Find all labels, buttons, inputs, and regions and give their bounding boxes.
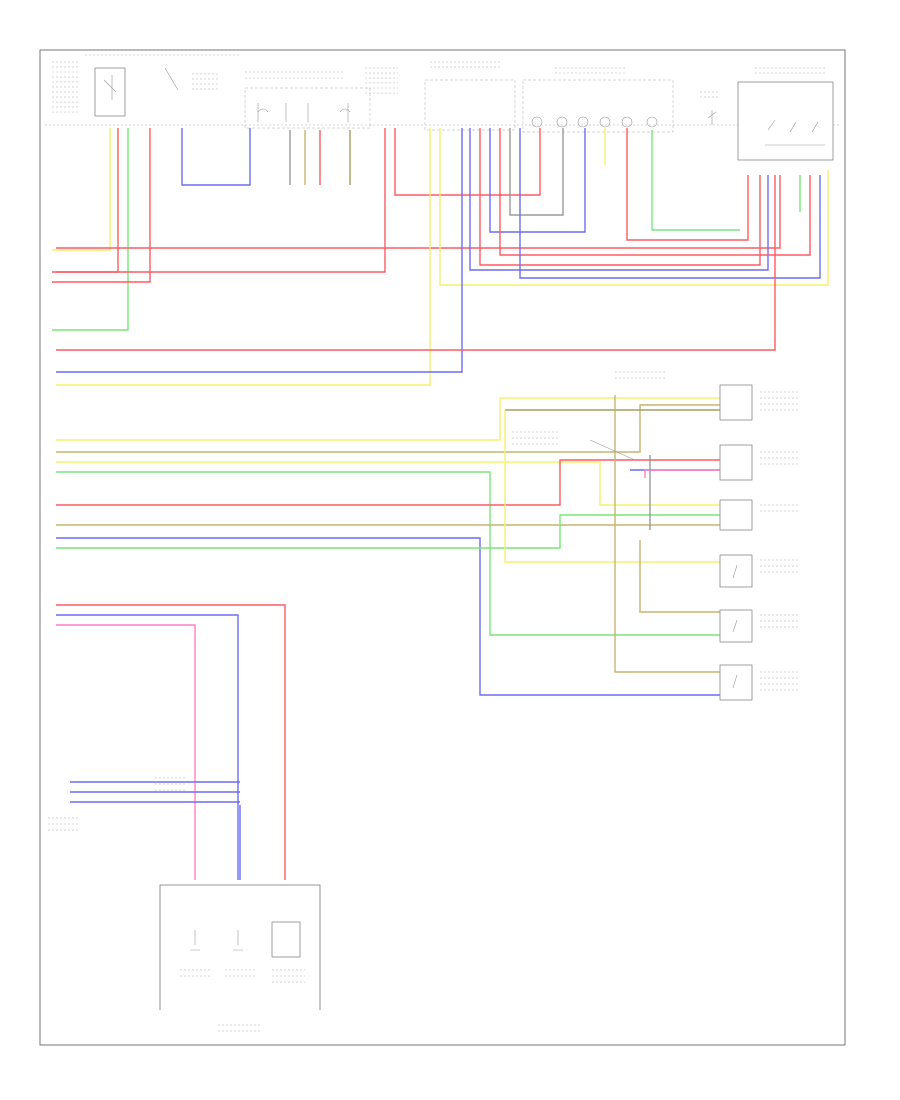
control-module-box — [737, 81, 834, 161]
top-components — [45, 54, 840, 161]
wire-gry-1 — [509, 128, 564, 216]
sensor-column — [512, 371, 800, 701]
wire-blu-6 — [56, 537, 720, 696]
wire-pnk-1 — [56, 624, 196, 880]
wire-red-9 — [56, 175, 776, 351]
diagram-frame — [39, 49, 846, 1046]
wire-yel-5 — [56, 397, 720, 441]
wire-blu-1 — [181, 128, 251, 186]
sensor-box-4 — [719, 554, 753, 588]
wire-blu-5 — [519, 128, 821, 279]
wire-grn-3 — [56, 471, 720, 636]
sensor-box-3 — [719, 499, 753, 531]
wire-blu-7 — [56, 614, 239, 880]
wire-yel-6 — [56, 461, 720, 506]
wire-grn-2 — [651, 130, 740, 231]
sensor-box-2 — [719, 444, 753, 481]
wire-blu-2 — [56, 128, 463, 373]
wire-red-7 — [499, 128, 811, 256]
wire-blu-3 — [469, 128, 769, 271]
pressure-control-solenoid — [271, 921, 301, 958]
module-bracket — [159, 884, 321, 1010]
wire-red-5 — [394, 128, 541, 196]
bottom-module — [48, 777, 321, 1032]
wire-blu-4 — [489, 128, 586, 233]
wire-harness — [52, 128, 829, 880]
sensor-box-5 — [719, 609, 753, 643]
wire-yel-1 — [52, 128, 111, 251]
wire-grn-1 — [52, 128, 129, 331]
sensor-box-1 — [719, 384, 753, 421]
wire-red-4 — [56, 128, 386, 273]
wire-red-10 — [56, 459, 720, 506]
sensor-box-6 — [719, 664, 753, 701]
wire-red-6 — [479, 128, 761, 266]
wire-red-3 — [56, 175, 781, 249]
wire-yel-2 — [56, 128, 431, 386]
wire-tan-1 — [56, 404, 720, 453]
wire-red-1 — [52, 128, 151, 283]
wire-red-8 — [626, 128, 749, 241]
wire-grn-4 — [56, 514, 720, 549]
wire-yel-3 — [439, 128, 829, 286]
ignition-switch-box — [94, 67, 126, 117]
wire-red-11 — [56, 604, 286, 880]
